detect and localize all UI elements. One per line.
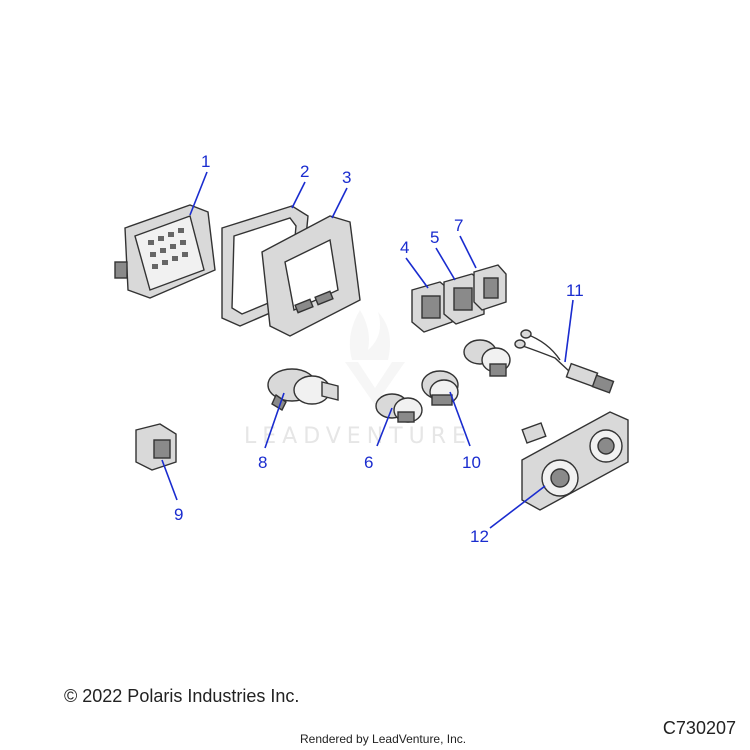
diagram-code: C730207 bbox=[662, 718, 736, 738]
callout-9: 9 bbox=[174, 505, 183, 524]
leader-7 bbox=[459, 235, 477, 269]
leader-5 bbox=[435, 247, 456, 281]
leader-3 bbox=[331, 187, 348, 219]
callout-12: 12 bbox=[470, 527, 489, 546]
part-3-faceplate bbox=[261, 215, 361, 337]
callout-5: 5 bbox=[430, 228, 439, 247]
callout-2: 2 bbox=[300, 162, 309, 181]
callout-4: 4 bbox=[400, 238, 409, 257]
leader-4 bbox=[405, 257, 429, 289]
part-9-switch bbox=[135, 423, 177, 471]
rendered-by-text: Rendered by LeadVenture, Inc. bbox=[300, 732, 467, 746]
part-10-outlet bbox=[421, 370, 459, 406]
callout-3: 3 bbox=[342, 168, 351, 187]
leader-9 bbox=[161, 459, 178, 501]
leader-10 bbox=[449, 391, 471, 447]
leader-8 bbox=[264, 392, 285, 449]
watermark-logo bbox=[345, 310, 405, 405]
callout-6: 6 bbox=[364, 453, 373, 472]
part-1-display bbox=[114, 204, 216, 299]
callout-7: 7 bbox=[454, 216, 463, 235]
part-7-switch bbox=[473, 264, 507, 311]
callout-1: 1 bbox=[201, 152, 210, 171]
part-4-switch bbox=[411, 281, 453, 333]
part-11-harness bbox=[514, 329, 615, 394]
callout-11: 11 bbox=[566, 281, 584, 300]
callout-8: 8 bbox=[258, 453, 267, 472]
leader-12 bbox=[489, 485, 546, 529]
leader-11 bbox=[564, 299, 574, 363]
usb-outlet bbox=[463, 339, 511, 377]
callout-10: 10 bbox=[462, 453, 481, 472]
leader-1 bbox=[189, 171, 208, 216]
part-8-ignition bbox=[267, 368, 339, 411]
copyright-text: © 2022 Polaris Industries Inc. bbox=[64, 686, 300, 706]
leader-6 bbox=[376, 407, 393, 447]
watermark-text: LEADVENTURE bbox=[244, 424, 472, 449]
part-6-outlet bbox=[375, 393, 423, 423]
leader-2 bbox=[291, 181, 306, 209]
part-12-panel bbox=[521, 411, 629, 511]
